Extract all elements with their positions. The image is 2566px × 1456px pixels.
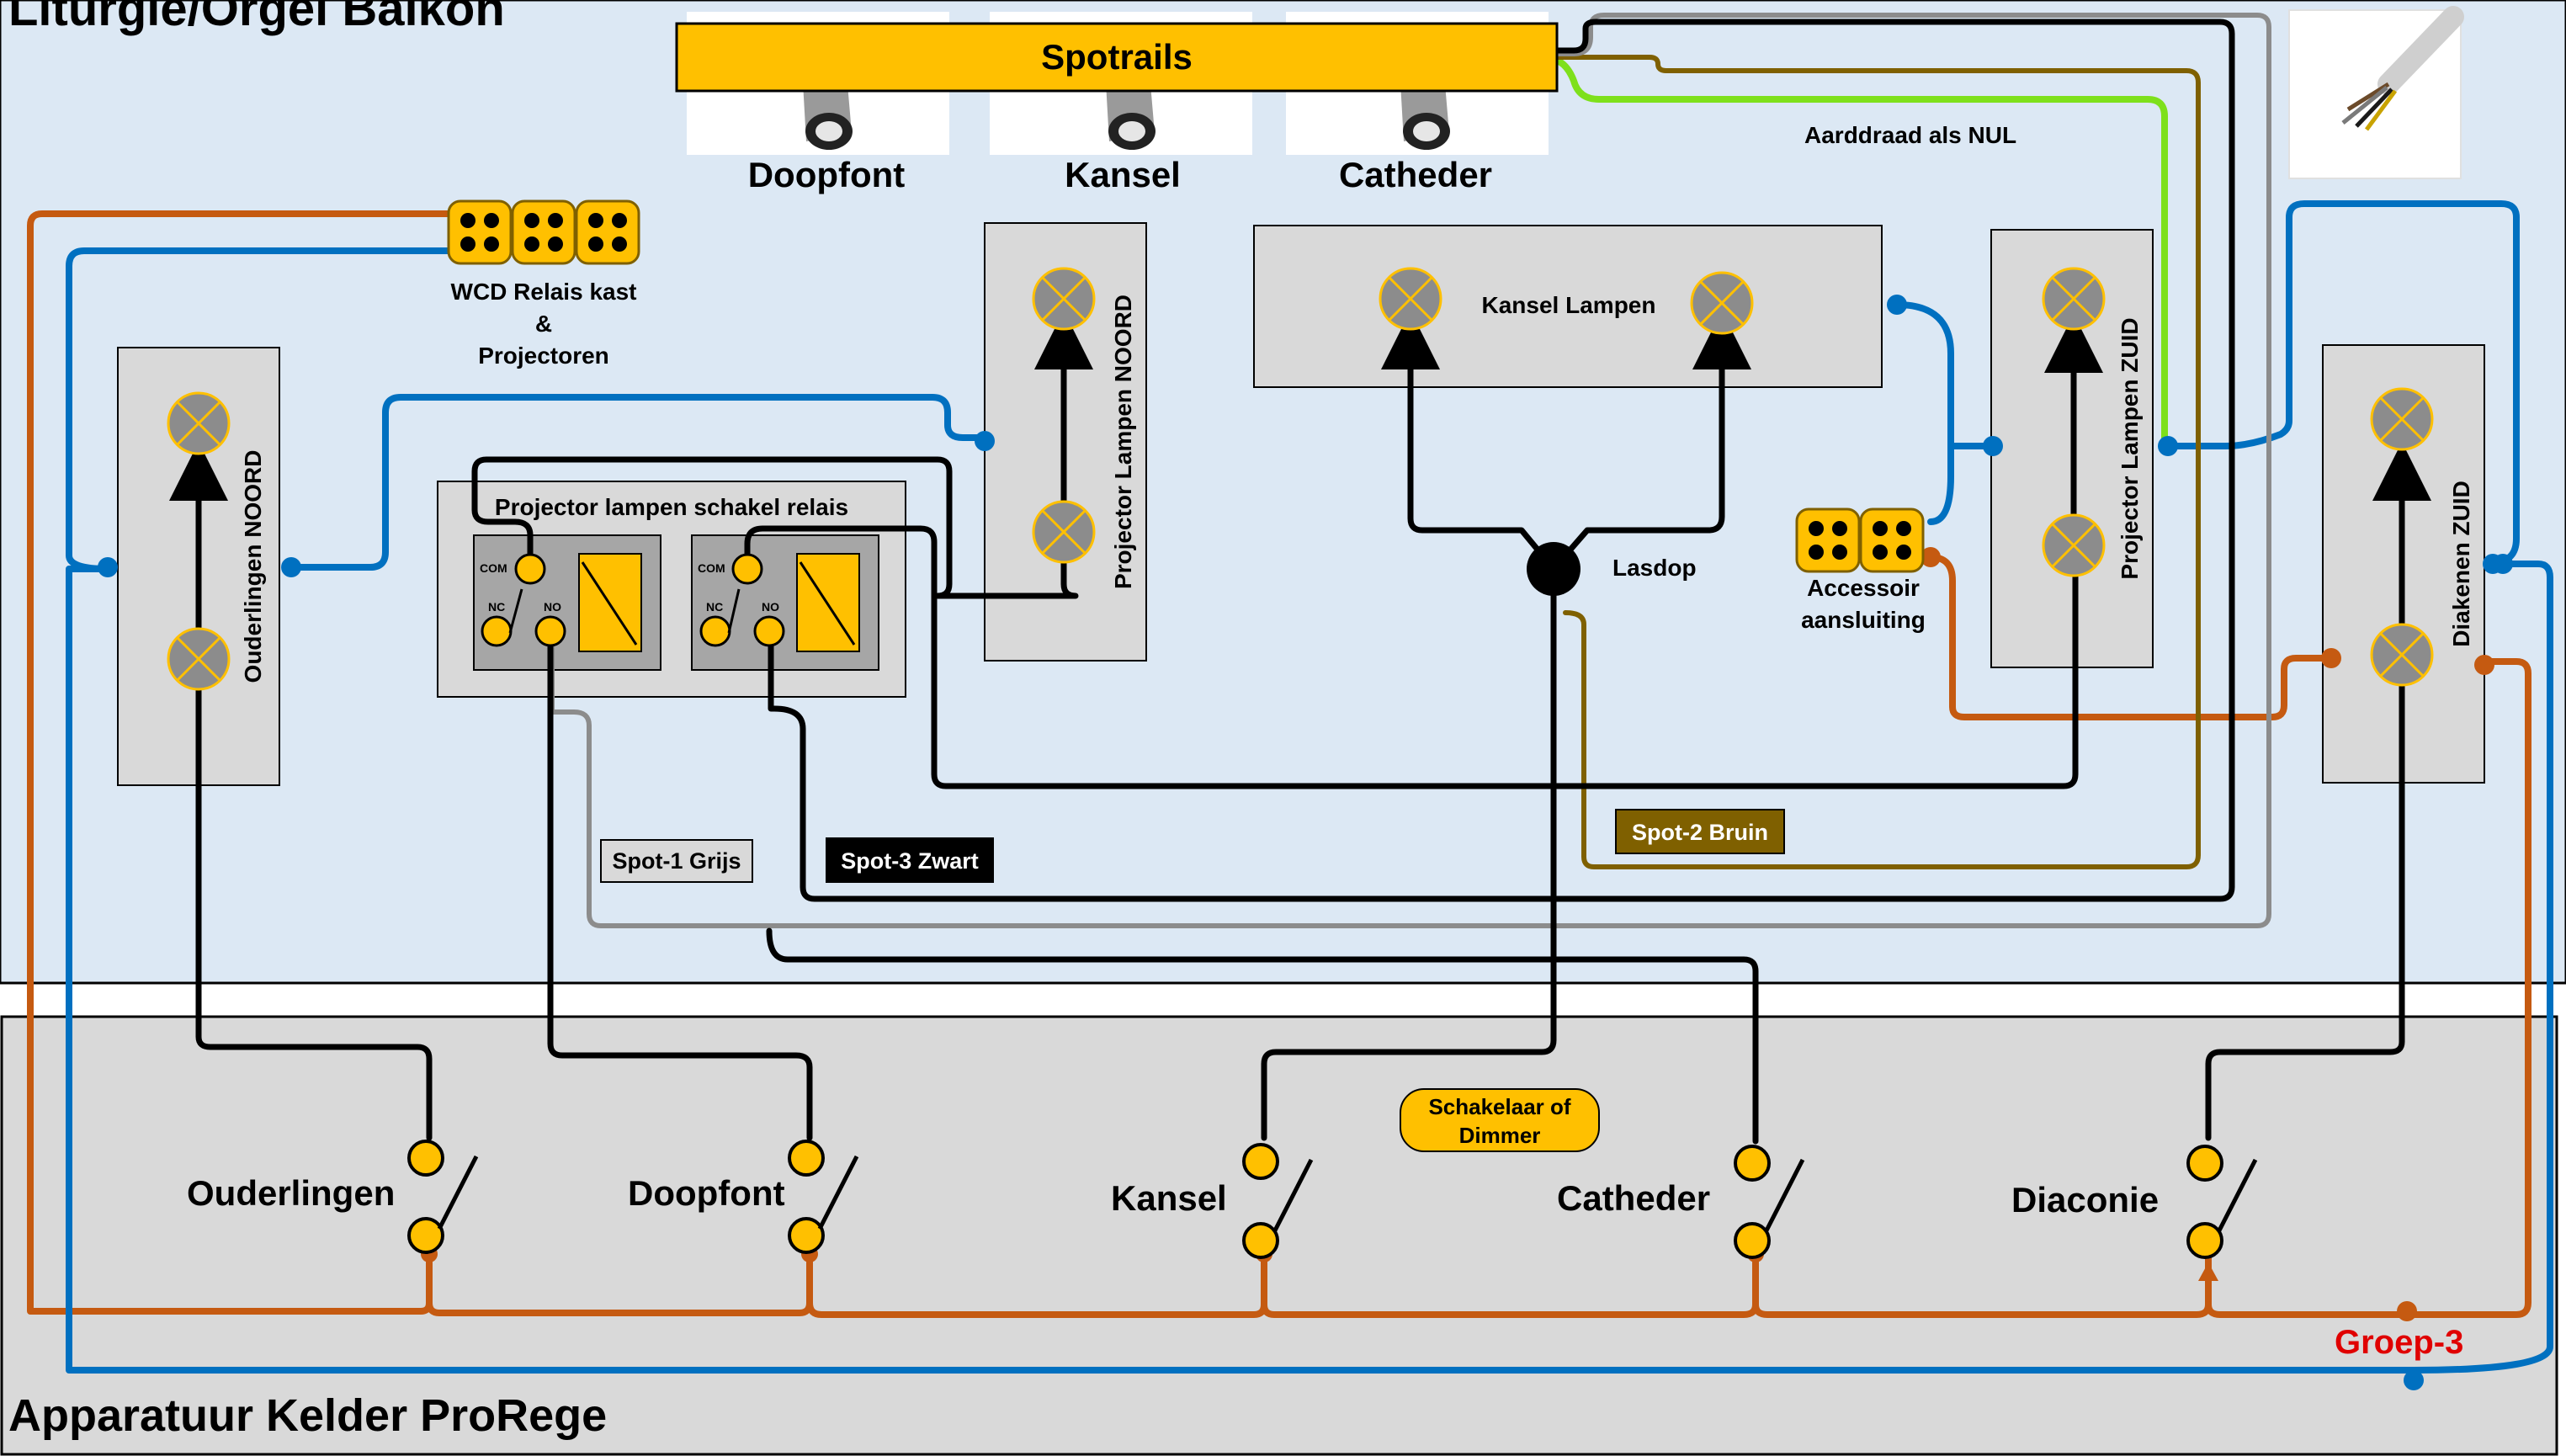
wcd-label-line3: Projectoren bbox=[478, 343, 609, 369]
relais-2-com: COM bbox=[698, 561, 725, 575]
accessoir-socket-2 bbox=[1859, 507, 1925, 573]
lamp-icon bbox=[1032, 267, 1096, 331]
relais-1-no: NO bbox=[544, 600, 561, 614]
projector-zuid-label: Projector Lampen ZUID bbox=[2117, 317, 2143, 579]
spot1-tag bbox=[600, 839, 753, 883]
relais-2-no: NO bbox=[762, 600, 779, 614]
spot-label-catheder: Catheder bbox=[1339, 155, 1492, 194]
relais-1-com: COM bbox=[480, 561, 507, 575]
lamp-icon bbox=[2042, 267, 2106, 331]
switch-ouderlingen: Ouderlingen bbox=[187, 1140, 479, 1254]
accessoir-label-line1: Accessoir bbox=[1807, 575, 1920, 601]
relais-title: Projector lampen schakel relais bbox=[495, 494, 848, 520]
switch-label-ouderlingen: Ouderlingen bbox=[187, 1173, 395, 1213]
spotrails-bar bbox=[675, 22, 1559, 93]
spot2-label: Spot-2 Bruin bbox=[1632, 820, 1768, 845]
lamp-icon bbox=[167, 627, 231, 691]
wcd-socket-1 bbox=[447, 199, 513, 265]
lamp-icon bbox=[1032, 500, 1096, 564]
groep-label: Groep-3 bbox=[2335, 1324, 2463, 1361]
kansel-lampen-box bbox=[1253, 225, 1883, 388]
lamp-icon bbox=[1690, 271, 1754, 335]
balcony-title: Liturgie/Orgel Balkon bbox=[8, 0, 505, 36]
spot3-tag bbox=[826, 837, 994, 883]
wcd-label-line2: & bbox=[535, 311, 552, 337]
wcd-socket-2 bbox=[511, 199, 576, 265]
switch-kansel: Kansel bbox=[1111, 1143, 1314, 1259]
kansel-lampen-label: Kansel Lampen bbox=[1482, 292, 1656, 318]
switch-label-kansel: Kansel bbox=[1111, 1178, 1227, 1218]
switch-doopfont: Doopfont bbox=[628, 1140, 859, 1254]
aarddraad-label: Aarddraad als NUL bbox=[1804, 122, 2016, 148]
cable-icon bbox=[2341, 6, 2464, 131]
lamp-icon bbox=[2042, 513, 2106, 577]
lamp-icon bbox=[167, 391, 231, 455]
cellar-title: Apparatuur Kelder ProRege bbox=[8, 1390, 607, 1441]
spot3-label: Spot-3 Zwart bbox=[841, 848, 979, 874]
wcd-label-line1: WCD Relais kast bbox=[451, 279, 637, 305]
spot2-tag bbox=[1615, 809, 1785, 854]
ouderlingen-noord-label: Ouderlingen NOORD bbox=[240, 450, 266, 683]
lasdop-connector bbox=[1527, 542, 1581, 596]
spotrails-label: Spotrails bbox=[1041, 37, 1193, 77]
switch-label-doopfont: Doopfont bbox=[628, 1173, 785, 1213]
relais-terminals bbox=[481, 553, 785, 647]
wires bbox=[27, 13, 2553, 1374]
switch-label-catheder: Catheder bbox=[1557, 1178, 1710, 1218]
switch-diaconie: Diaconie bbox=[2011, 1145, 2258, 1259]
lasdop-label: Lasdop bbox=[1612, 555, 1697, 581]
cellar-area bbox=[0, 1015, 2558, 1456]
projector-noord-label: Projector Lampen NOORD bbox=[1110, 295, 1136, 589]
diakenen-zuid-label: Diakenen ZUID bbox=[2448, 481, 2474, 647]
lamp-icon bbox=[1379, 267, 1442, 331]
relais-2-nc: NC bbox=[706, 600, 723, 614]
switch-catheder: Catheder bbox=[1557, 1145, 1805, 1259]
spot-label-kansel: Kansel bbox=[1065, 155, 1181, 194]
accessoir-label-line2: aansluiting bbox=[1801, 607, 1926, 633]
switch-label-diaconie: Diaconie bbox=[2011, 1180, 2159, 1220]
wcd-socket-3 bbox=[575, 199, 640, 265]
lamp-icon bbox=[2370, 387, 2434, 451]
lamp-icon bbox=[2370, 623, 2434, 687]
dimmer-label-line1: Schakelaar of bbox=[1428, 1094, 1570, 1119]
accessoir-socket-1 bbox=[1795, 507, 1861, 573]
spot1-label: Spot-1 Grijs bbox=[612, 848, 741, 874]
relais-1-nc: NC bbox=[488, 600, 505, 614]
dimmer-badge bbox=[1400, 1088, 1600, 1152]
spot-label-doopfont: Doopfont bbox=[748, 155, 906, 194]
dimmer-label-line2: Dimmer bbox=[1459, 1123, 1541, 1148]
